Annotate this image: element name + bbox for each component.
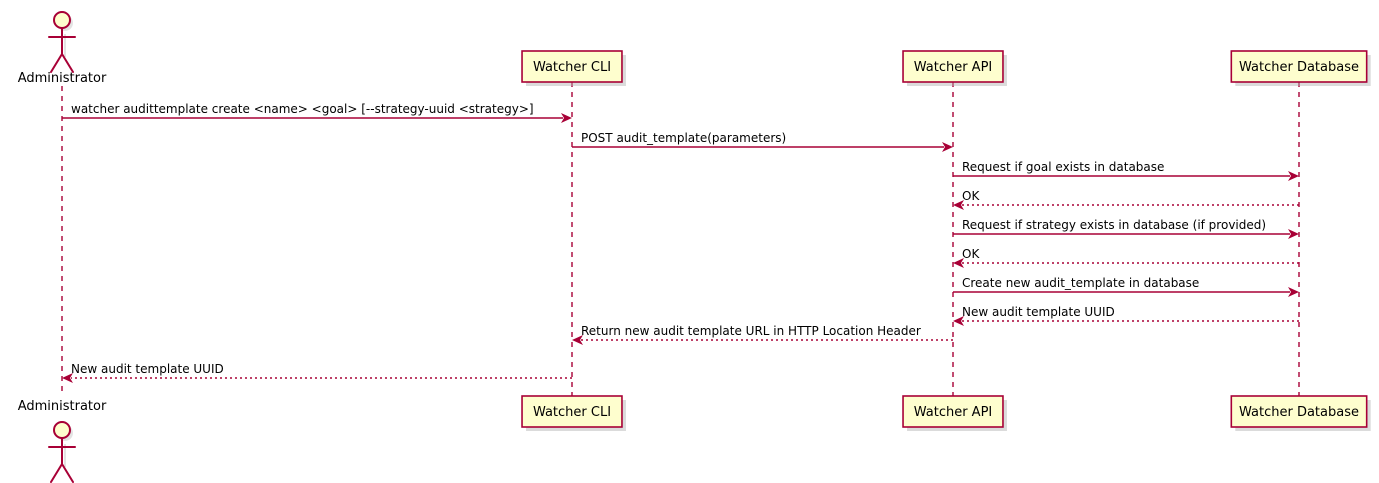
participant-box-watcher-cli[interactable]: [521, 395, 623, 428]
message-label-4: OK: [962, 189, 980, 203]
participant-label-watcher-database: Watcher Database: [1239, 405, 1359, 420]
participant-box-watcher-api[interactable]: [902, 395, 1004, 428]
message-arrowhead-7: [1288, 287, 1299, 297]
message-label-9: Return new audit template URL in HTTP Lo…: [581, 324, 921, 338]
participant-label-watcher-api: Watcher API: [914, 405, 993, 420]
message-arrowhead-3: [1288, 171, 1299, 181]
message-label-3: Request if goal exists in database: [962, 160, 1164, 174]
actor-leg-left: [50, 53, 63, 73]
participant-box-watcher-cli[interactable]: [521, 50, 623, 83]
actor-head: [53, 421, 71, 439]
message-arrowhead-9: [572, 335, 583, 345]
participant-label-watcher-api: Watcher API: [914, 60, 993, 75]
message-label-5: Request if strategy exists in database (…: [962, 218, 1266, 232]
message-2[interactable]: POST audit_template(parameters): [572, 131, 953, 152]
message-8[interactable]: New audit template UUID: [953, 305, 1299, 326]
message-arrowhead-2: [942, 142, 953, 152]
participant-label-watcher-cli: Watcher CLI: [533, 60, 611, 75]
participant-box-watcher-database[interactable]: [1230, 395, 1368, 428]
actor-administrator[interactable]: Administrator: [18, 399, 107, 483]
message-label-8: New audit template UUID: [962, 305, 1115, 319]
message-arrowhead-6: [953, 258, 964, 268]
message-7[interactable]: Create new audit_template in database: [953, 276, 1299, 297]
participant-label-watcher-cli: Watcher CLI: [533, 405, 611, 420]
message-arrowhead-8: [953, 316, 964, 326]
actor-leg-right: [61, 53, 74, 73]
actor-label-administrator: Administrator: [18, 71, 107, 86]
message-arrowhead-1: [561, 113, 572, 123]
message-4[interactable]: OK: [953, 189, 1299, 210]
message-10[interactable]: New audit template UUID: [62, 362, 572, 383]
message-arrowhead-5: [1288, 229, 1299, 239]
message-label-2: POST audit_template(parameters): [581, 131, 786, 145]
participant-label-watcher-database: Watcher Database: [1239, 60, 1359, 75]
participant-box-watcher-api[interactable]: [902, 50, 1004, 83]
message-5[interactable]: Request if strategy exists in database (…: [953, 218, 1299, 239]
actor-administrator[interactable]: Administrator: [18, 11, 107, 86]
actor-leg-left: [50, 463, 63, 483]
message-label-7: Create new audit_template in database: [962, 276, 1199, 290]
actor-leg-right: [61, 463, 74, 483]
actor-head: [53, 11, 71, 29]
message-1[interactable]: watcher audittemplate create <name> <goa…: [62, 102, 572, 123]
message-6[interactable]: OK: [953, 247, 1299, 268]
message-label-1: watcher audittemplate create <name> <goa…: [71, 102, 534, 116]
actor-label-administrator: Administrator: [18, 399, 107, 414]
message-3[interactable]: Request if goal exists in database: [953, 160, 1299, 181]
message-9[interactable]: Return new audit template URL in HTTP Lo…: [572, 324, 953, 345]
message-label-6: OK: [962, 247, 980, 261]
participant-box-watcher-database[interactable]: [1230, 50, 1368, 83]
message-label-10: New audit template UUID: [71, 362, 224, 376]
message-arrowhead-4: [953, 200, 964, 210]
message-arrowhead-10: [62, 373, 73, 383]
